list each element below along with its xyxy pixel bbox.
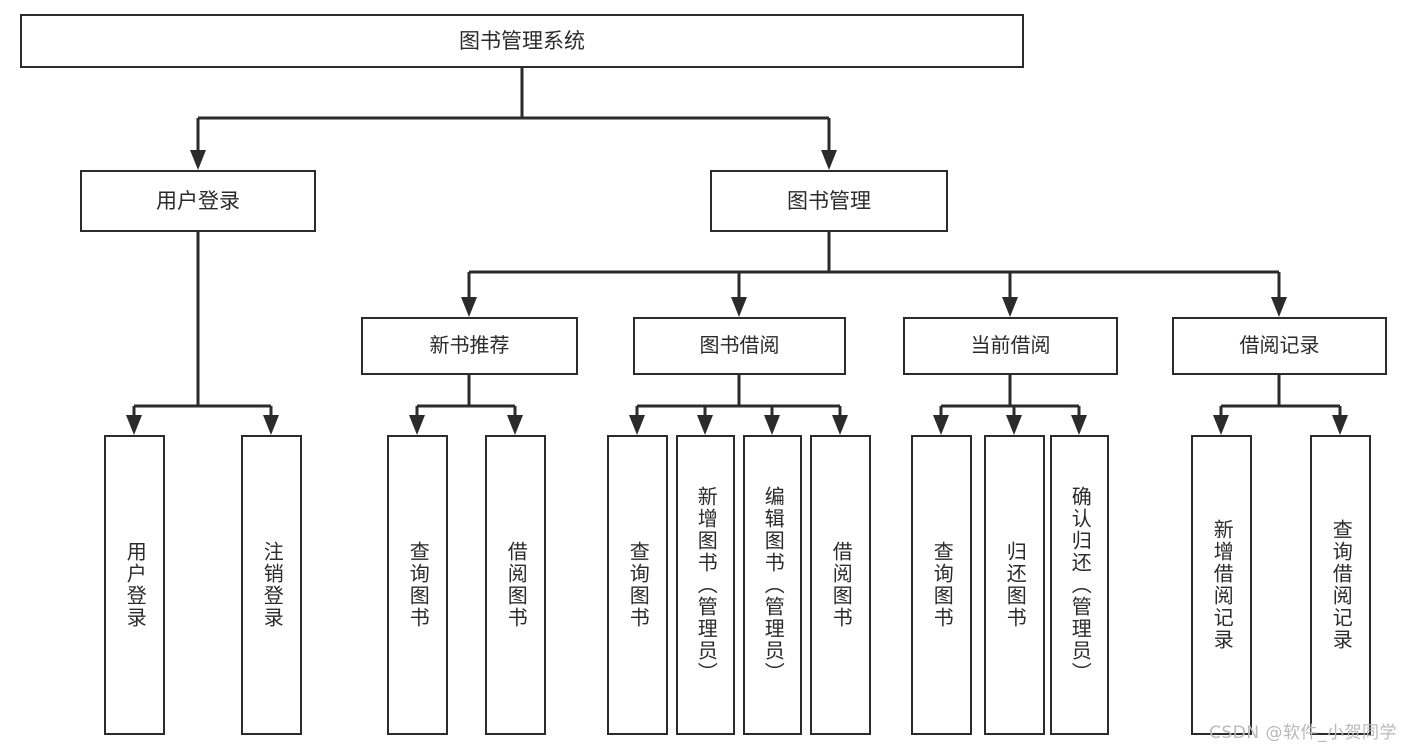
node-leaf-user-logout-label: 注销登录 (260, 541, 285, 629)
node-leaf-edit-book-admin-label: 编辑图书（管理员） (761, 486, 786, 684)
node-leaf-add-book-admin-label: 新增图书（管理员） (694, 486, 719, 684)
node-leaf-confirm-return-admin[interactable]: 确认归还（管理员） (1050, 435, 1109, 735)
l2-arrow-0-head (461, 297, 477, 317)
node-user-login-label: 用户登录 (156, 188, 240, 213)
node-leaf-confirm-return-admin-label: 确认归还（管理员） (1068, 486, 1093, 684)
node-root-book-management-system[interactable]: 图书管理系统 (20, 14, 1024, 68)
root-arrow-0-head (190, 150, 206, 170)
node-leaf-edit-book-admin[interactable]: 编辑图书（管理员） (743, 435, 802, 735)
group-2-arrow-3-head (832, 415, 848, 435)
node-book-borrowing-label: 图书借阅 (699, 333, 780, 358)
node-leaf-query-book-current[interactable]: 查询图书 (911, 435, 972, 735)
node-leaf-borrow-book-borrowing[interactable]: 借阅图书 (810, 435, 871, 735)
csdn-watermark: CSDN @软件_小贺同学 (1209, 723, 1397, 743)
node-leaf-query-borrowing-record-label: 查询借阅记录 (1329, 519, 1354, 651)
group-0-arrow-1-head (263, 415, 279, 435)
node-book-borrowing[interactable]: 图书借阅 (633, 317, 846, 375)
node-root-label: 图书管理系统 (459, 28, 585, 53)
l2-arrow-3-head (1271, 297, 1287, 317)
node-leaf-query-book-recommendation[interactable]: 查询图书 (387, 435, 448, 735)
node-new-book-recommendation[interactable]: 新书推荐 (361, 317, 578, 375)
group-4-arrow-0-head (1213, 415, 1229, 435)
node-leaf-add-borrowing-record[interactable]: 新增借阅记录 (1191, 435, 1252, 735)
node-book-management-label: 图书管理 (787, 188, 871, 213)
group-3-arrow-0-head (933, 415, 949, 435)
node-leaf-query-book-recommendation-label: 查询图书 (406, 541, 431, 629)
node-leaf-add-book-admin[interactable]: 新增图书（管理员） (676, 435, 735, 735)
node-leaf-return-book[interactable]: 归还图书 (984, 435, 1045, 735)
group-4-arrow-1-head (1332, 415, 1348, 435)
node-leaf-borrow-book-recommendation-label: 借阅图书 (504, 541, 529, 629)
node-leaf-user-login-label: 用户登录 (123, 541, 148, 629)
node-current-borrowing[interactable]: 当前借阅 (903, 317, 1118, 375)
node-leaf-borrow-book-recommendation[interactable]: 借阅图书 (485, 435, 546, 735)
group-3-arrow-2-head (1071, 415, 1087, 435)
node-new-book-recommendation-label: 新书推荐 (429, 333, 510, 358)
node-borrowing-record[interactable]: 借阅记录 (1172, 317, 1387, 375)
l2-arrow-2-head (1002, 297, 1018, 317)
node-leaf-query-book-borrowing[interactable]: 查询图书 (607, 435, 668, 735)
node-leaf-user-logout[interactable]: 注销登录 (241, 435, 302, 735)
group-3-arrow-1-head (1006, 415, 1022, 435)
l2-arrow-1-head (731, 297, 747, 317)
group-1-arrow-0-head (409, 415, 425, 435)
node-current-borrowing-label: 当前借阅 (970, 333, 1051, 358)
node-book-management[interactable]: 图书管理 (710, 170, 948, 232)
node-leaf-query-book-borrowing-label: 查询图书 (626, 541, 651, 629)
node-leaf-add-borrowing-record-label: 新增借阅记录 (1210, 519, 1235, 651)
node-leaf-query-borrowing-record[interactable]: 查询借阅记录 (1310, 435, 1371, 735)
node-leaf-return-book-label: 归还图书 (1003, 541, 1028, 629)
node-leaf-query-book-current-label: 查询图书 (930, 541, 955, 629)
node-borrowing-record-label: 借阅记录 (1239, 333, 1320, 358)
group-1-arrow-1-head (507, 415, 523, 435)
group-2-arrow-1-head (697, 415, 713, 435)
root-arrow-1-head (821, 150, 837, 170)
node-leaf-borrow-book-borrowing-label: 借阅图书 (829, 541, 854, 629)
group-2-arrow-0-head (629, 415, 645, 435)
group-0-arrow-0-head (126, 415, 142, 435)
group-2-arrow-2-head (764, 415, 780, 435)
node-user-login[interactable]: 用户登录 (80, 170, 316, 232)
node-leaf-user-login[interactable]: 用户登录 (104, 435, 165, 735)
